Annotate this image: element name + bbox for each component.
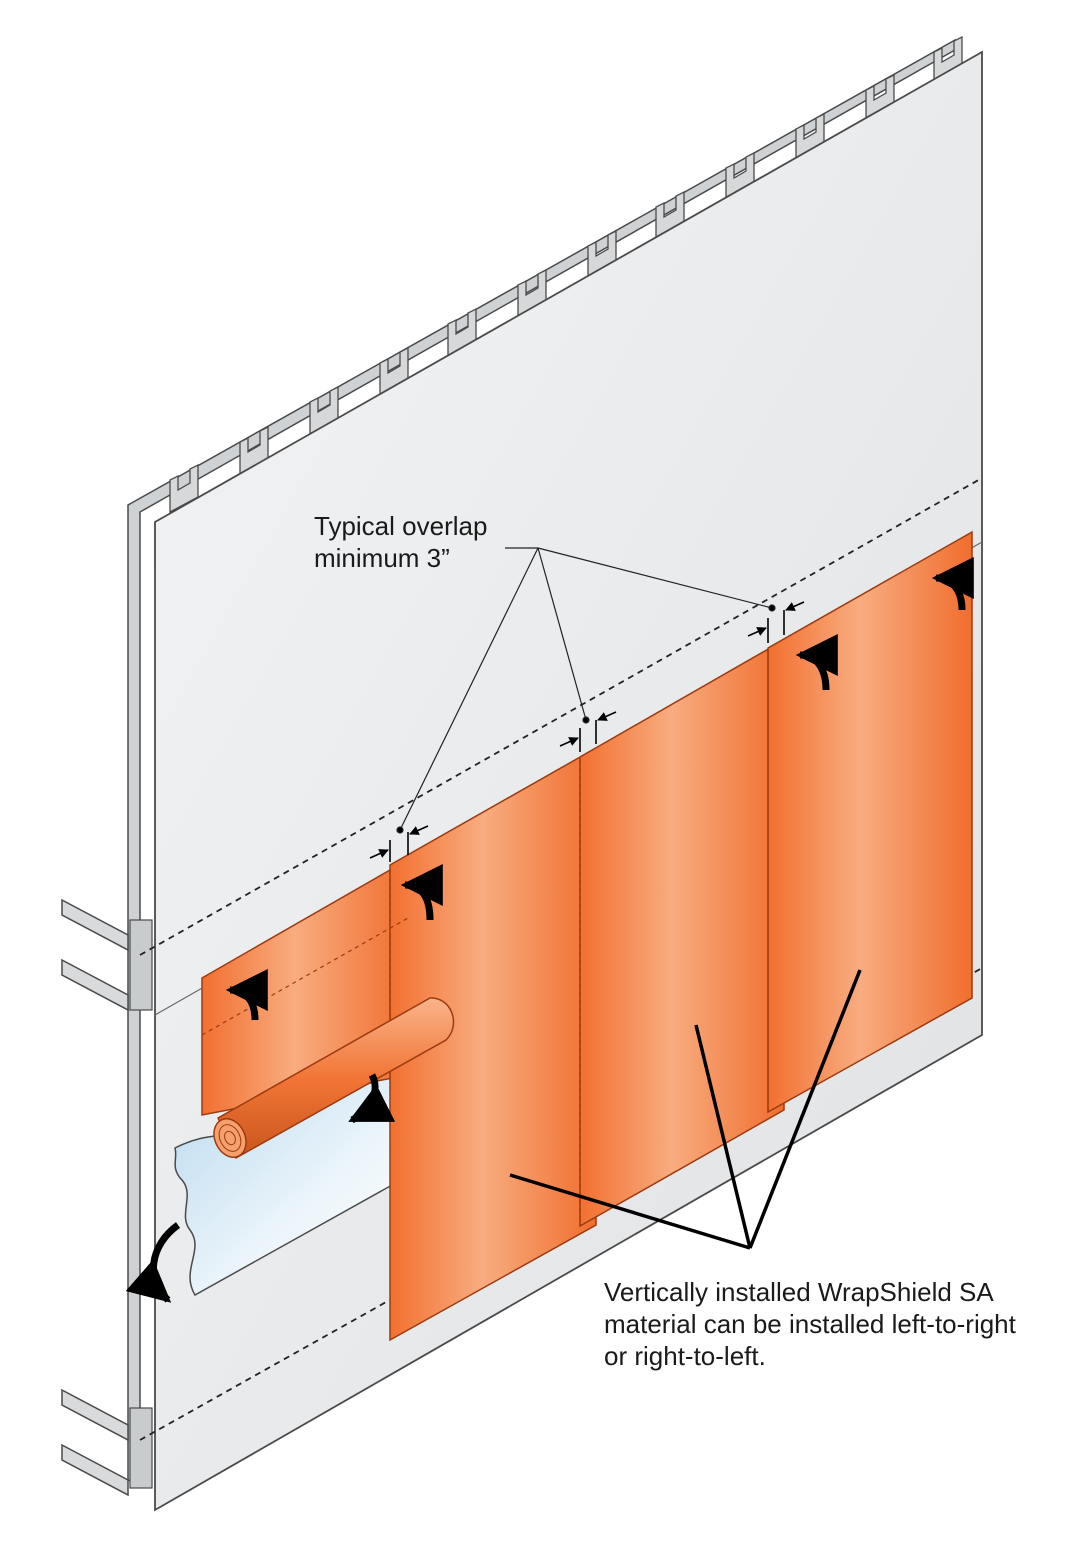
direction-leaders xyxy=(509,969,862,1250)
direction-callout: Vertically installed WrapShield SA mater… xyxy=(604,1276,1016,1372)
curved-arrow-icon xyxy=(125,557,974,1303)
direction-callout-line1: Vertically installed WrapShield SA xyxy=(604,1277,994,1307)
overlap-callout-line2: minimum 3” xyxy=(314,543,450,573)
membrane-strip-3 xyxy=(579,638,785,1228)
direction-callout-line3: or right-to-left. xyxy=(604,1341,766,1371)
overlap-callout-line1: Typical overlap xyxy=(314,511,488,541)
overlap-dimension-icon xyxy=(369,601,805,862)
membrane-roll-icon xyxy=(213,997,455,1160)
overlap-callout: Typical overlap minimum 3” xyxy=(314,510,487,574)
overlap-leaders xyxy=(396,547,776,834)
direction-callout-line2: material can be installed left-to-right xyxy=(604,1309,1016,1339)
overlap-seams xyxy=(201,650,769,1225)
